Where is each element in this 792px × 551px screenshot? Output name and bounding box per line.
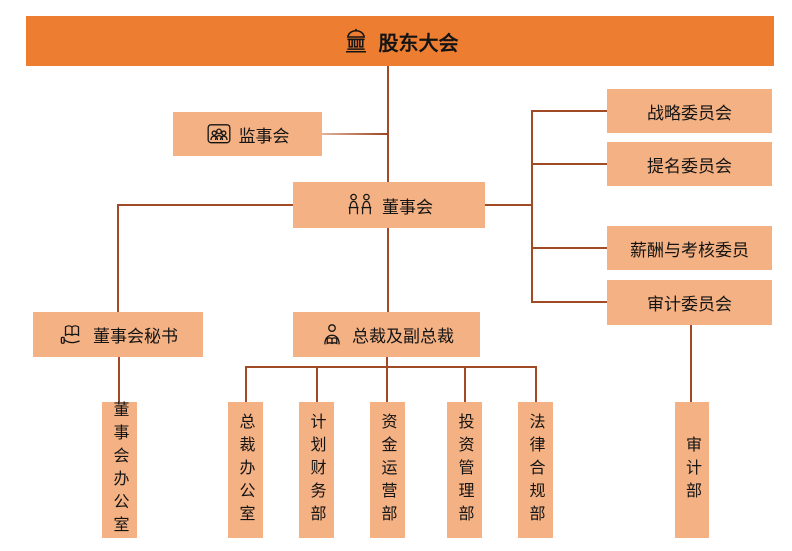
node-supervisory-board[interactable]: 监事会	[173, 112, 322, 156]
book-hand-icon	[58, 322, 86, 348]
node-label: 董事会秘书	[93, 327, 178, 347]
connector-committee-1	[533, 110, 607, 112]
bank-icon	[342, 27, 370, 55]
node-board-secretary[interactable]: 董事会秘书	[33, 312, 203, 357]
connector-committee-2	[533, 163, 607, 165]
node-label: 提名委员会	[647, 156, 732, 177]
node-label: 资金运营部	[378, 412, 398, 528]
node-label: 薪酬与考核委员	[630, 240, 749, 261]
group-photo-icon	[206, 122, 232, 146]
connector-committee-3	[533, 247, 607, 249]
node-shareholders-meeting[interactable]: 股东大会	[26, 16, 774, 66]
node-dept-planning-finance[interactable]: 计划财务部	[299, 402, 334, 538]
connector-dept-1	[245, 366, 247, 402]
node-dept-president-office[interactable]: 总裁办公室	[228, 402, 263, 538]
node-board-office[interactable]: 董事会办公室	[102, 401, 137, 539]
node-committee-audit[interactable]: 审计委员会	[607, 280, 772, 325]
node-label: 战略委员会	[647, 103, 732, 124]
connector-audit-committee-to-dept	[690, 325, 692, 402]
connector-dept-2	[316, 366, 318, 402]
connector-board-left-horizontal	[117, 204, 293, 206]
node-label: 审计部	[683, 435, 702, 505]
node-dept-investment-management[interactable]: 投资管理部	[447, 402, 482, 538]
connector-committee-4	[533, 301, 607, 303]
connector-department-rail	[245, 366, 537, 368]
node-dept-capital-operations[interactable]: 资金运营部	[370, 402, 405, 538]
node-dept-legal-compliance[interactable]: 法律合规部	[518, 402, 553, 538]
node-label: 董事会	[382, 197, 433, 218]
node-label: 总裁办公室	[236, 412, 256, 528]
node-committee-nomination[interactable]: 提名委员会	[607, 142, 772, 186]
connector-committee-rail	[531, 110, 533, 303]
node-president[interactable]: 总裁及副总裁	[293, 312, 480, 357]
connector-dept-4	[464, 366, 466, 402]
connector-left-down-to-secretary	[117, 204, 119, 312]
meeting-icon	[345, 192, 375, 218]
connector-root-to-board	[387, 66, 389, 182]
connector-supervisory	[322, 133, 388, 135]
connector-secretary-to-board-office	[118, 357, 120, 402]
node-committee-strategy[interactable]: 战略委员会	[607, 89, 772, 133]
node-board-of-directors[interactable]: 董事会	[293, 182, 485, 228]
node-label: 投资管理部	[455, 412, 475, 528]
node-dept-audit[interactable]: 审计部	[675, 402, 709, 538]
connector-dept-3	[386, 366, 388, 402]
connector-board-right-horizontal	[485, 204, 533, 206]
node-label: 总裁及副总裁	[352, 327, 454, 347]
node-label: 监事会	[238, 126, 290, 147]
person-book-icon	[319, 322, 345, 348]
connector-president-stub	[386, 357, 388, 368]
node-label: 审计委员会	[647, 295, 732, 315]
node-label: 计划财务部	[307, 412, 327, 528]
node-label: 股东大会	[378, 30, 459, 55]
node-committee-remuneration[interactable]: 薪酬与考核委员	[607, 226, 772, 270]
connector-dept-5	[535, 366, 537, 402]
node-label: 法律合规部	[526, 412, 546, 528]
connector-board-to-president	[387, 228, 389, 312]
node-label: 董事会办公室	[110, 401, 130, 539]
